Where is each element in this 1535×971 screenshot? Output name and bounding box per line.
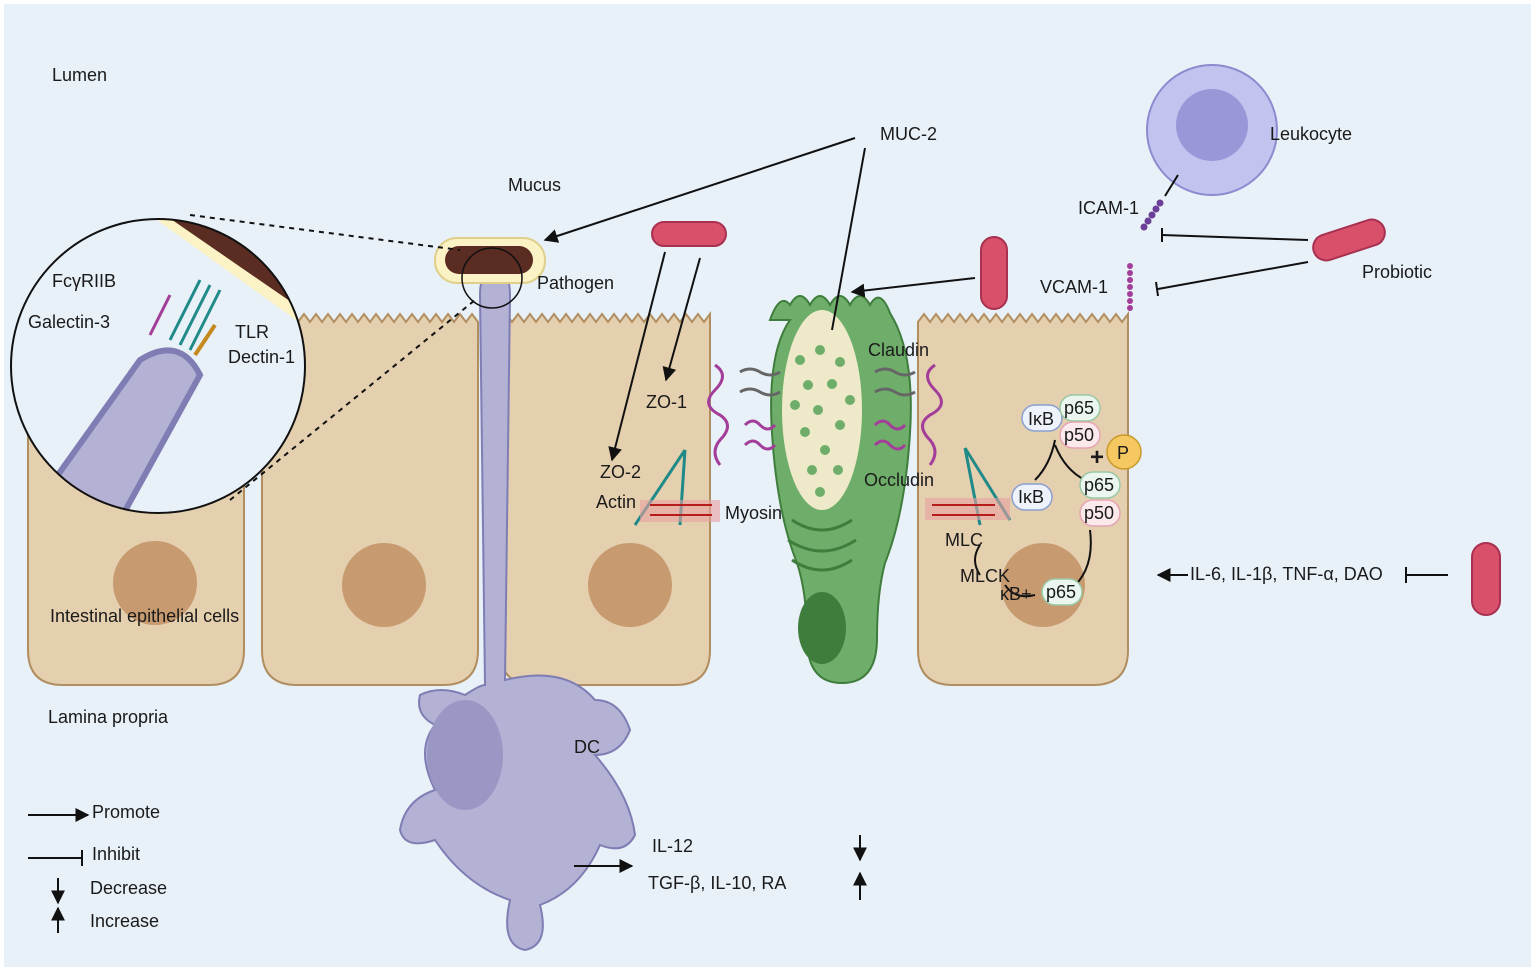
- svg-text:p50: p50: [1064, 425, 1094, 445]
- inhibit-probiotic-vcam1: [1157, 261, 1309, 290]
- leukocyte-label: Leukocyte: [1270, 124, 1352, 144]
- p65-badge-mid: p65: [1079, 471, 1121, 499]
- inhibit-bar-vcam1: [1155, 281, 1159, 297]
- svg-text:IκB: IκB: [1018, 487, 1044, 507]
- leukocyte: [1146, 64, 1278, 196]
- arrow-muc2-to-mucus: [543, 137, 856, 243]
- arrow-bacterium-to-zo1: [662, 257, 701, 382]
- tight-junction-right: [873, 363, 943, 466]
- cytokines-label: IL-6, IL-1β, TNF-α, DAO: [1190, 564, 1383, 584]
- svg-text:p50: p50: [1084, 503, 1114, 523]
- legend-inhibit: Inhibit: [92, 844, 140, 864]
- kb-plus-label: κB+: [1000, 584, 1032, 604]
- nfkb-pathway-curve: [974, 439, 1092, 598]
- icam-1-chain: [1140, 199, 1164, 231]
- lumen-label: Lumen: [52, 65, 107, 85]
- plus-sign: +: [1090, 444, 1104, 471]
- fcgr-label: FcγRIIB: [52, 271, 116, 291]
- il12-label: IL-12: [652, 836, 693, 856]
- zoom-focus-circle: [461, 247, 523, 309]
- phospho-badge: P: [1106, 434, 1142, 470]
- tgf-label: TGF-β, IL-10, RA: [648, 873, 786, 893]
- zo1-label: ZO-1: [646, 392, 687, 412]
- epithelial-cell-3: [499, 311, 711, 686]
- zo2-label: ZO-2: [600, 462, 641, 482]
- bacterium-right: [1471, 542, 1501, 616]
- dc-label: DC: [574, 737, 600, 757]
- occludin-label: Occludin: [864, 470, 934, 490]
- claudin-right: [874, 367, 916, 397]
- p65-badge-nucleus: p65: [1041, 578, 1083, 606]
- arrow-bacterium-to-zo2: [608, 251, 666, 462]
- ikb-badge-top: IκB: [1021, 404, 1063, 432]
- svg-text:P: P: [1117, 443, 1129, 463]
- p50-badge-top: p50: [1059, 421, 1101, 449]
- probiotic-bacterium: [1312, 218, 1386, 262]
- muc2-label: MUC-2: [880, 124, 937, 144]
- inhibit-probiotic-icam1: [1161, 234, 1309, 241]
- svg-text:IκB: IκB: [1028, 409, 1054, 429]
- myosin-label: Myosin: [725, 503, 782, 523]
- probiotic-label: Probiotic: [1362, 262, 1432, 282]
- epithelial-cell-2: [261, 312, 479, 686]
- ikb-badge-free: IκB: [1011, 483, 1053, 511]
- galectin-label: Galectin-3: [28, 312, 110, 332]
- p65-badge-top: p65: [1059, 394, 1101, 422]
- mucus-label: Mucus: [508, 175, 561, 195]
- legend-increase: Increase: [90, 911, 159, 931]
- tlr-label: TLR: [235, 322, 269, 342]
- line-muc2-to-goblet: [831, 147, 866, 331]
- line-icam1-leukocyte: [1164, 174, 1179, 197]
- vcam-1-chain: [1127, 263, 1133, 311]
- icam1-label: ICAM-1: [1078, 198, 1139, 218]
- lamina-propria-label: Lamina propria: [48, 707, 169, 727]
- dendritic-cell: [398, 268, 637, 952]
- legend-decrease: Decrease: [90, 878, 167, 898]
- p50-badge-mid: p50: [1079, 499, 1121, 527]
- svg-text:p65: p65: [1064, 398, 1094, 418]
- actin-myosin-right: [925, 447, 1012, 526]
- claudin-left: [739, 367, 781, 397]
- epithelial-cells-label: Intestinal epithelial cells: [50, 606, 239, 626]
- svg-text:p65: p65: [1084, 475, 1114, 495]
- arrow-bacterium-to-goblet: [850, 277, 976, 298]
- actin-label: Actin: [596, 492, 636, 512]
- pathogen-label: Pathogen: [537, 273, 614, 293]
- zoom-inset: [10, 218, 306, 514]
- legend-lines: [28, 808, 90, 933]
- actin-myosin-left: [633, 449, 720, 526]
- legend-promote: Promote: [92, 802, 160, 822]
- mlck-label: MLCK: [960, 566, 1010, 586]
- bacterium-top: [651, 221, 727, 247]
- mucus-pathogen: [434, 237, 546, 284]
- tight-junction-left: [707, 363, 777, 466]
- dectin-label: Dectin-1: [228, 347, 295, 367]
- mlc-label: MLC: [945, 530, 983, 550]
- zoom-line-bottom: [229, 299, 476, 501]
- vcam1-label: VCAM-1: [1040, 277, 1108, 297]
- svg-text:p65: p65: [1046, 582, 1076, 602]
- claudin-label: Claudin: [868, 340, 929, 360]
- bacterium-vertical: [980, 236, 1008, 310]
- background: [4, 4, 1531, 967]
